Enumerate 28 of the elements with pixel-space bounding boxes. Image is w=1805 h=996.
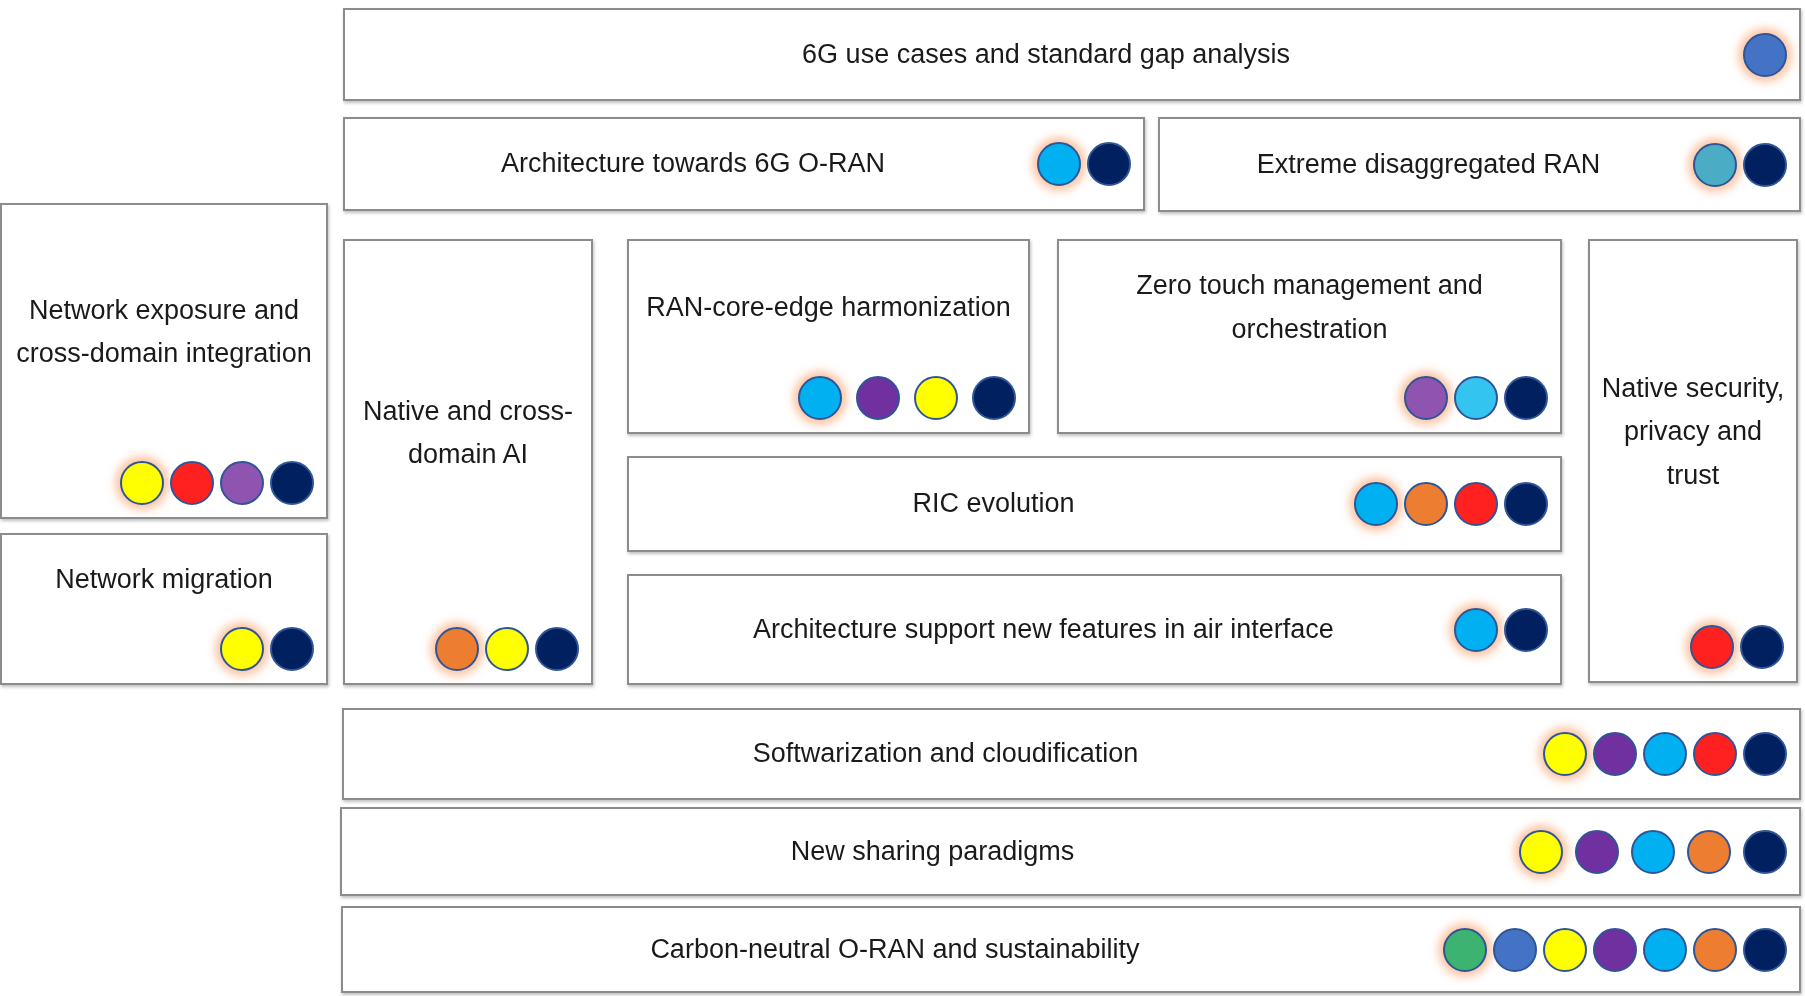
topic-label: Architecture support new features in air interface <box>753 612 1334 646</box>
topic-label: Native security, privacy and trust <box>1600 372 1786 492</box>
topic-box <box>0 533 328 685</box>
topic-label: Architecture towards 6G O-RAN <box>500 147 886 181</box>
topic-label: Native and cross-domain AI <box>361 394 575 471</box>
topic-label: Carbon-neutral O-RAN and sustainability <box>650 932 1140 966</box>
topic-label: Zero touch management and orchestration <box>1135 269 1484 346</box>
topic-label: Extreme disaggregated RAN <box>1256 147 1601 181</box>
topic-box <box>343 117 1145 211</box>
topic-box <box>343 239 593 685</box>
topic-label: New sharing paradigms <box>790 834 1075 868</box>
topic-box <box>1588 239 1798 683</box>
topic-box <box>627 574 1562 685</box>
topic-label: Network exposure and cross-domain integration <box>15 293 313 370</box>
topic-box <box>341 906 1801 993</box>
topic-box <box>0 203 328 519</box>
topic-label: RIC evolution <box>912 487 1075 521</box>
topic-label: RAN-core-edge harmonization <box>646 290 1011 324</box>
topic-box <box>1057 239 1562 434</box>
topic-box <box>1158 117 1801 212</box>
topic-label: Softwarization and cloudification <box>752 737 1139 771</box>
topic-box <box>343 8 1801 101</box>
topic-label: 6G use cases and standard gap analysis <box>802 37 1290 71</box>
topic-label: Network migration <box>55 563 273 597</box>
topic-box <box>627 239 1030 434</box>
topic-box <box>342 708 1801 800</box>
topic-box <box>340 807 1801 896</box>
topic-box <box>627 456 1562 552</box>
